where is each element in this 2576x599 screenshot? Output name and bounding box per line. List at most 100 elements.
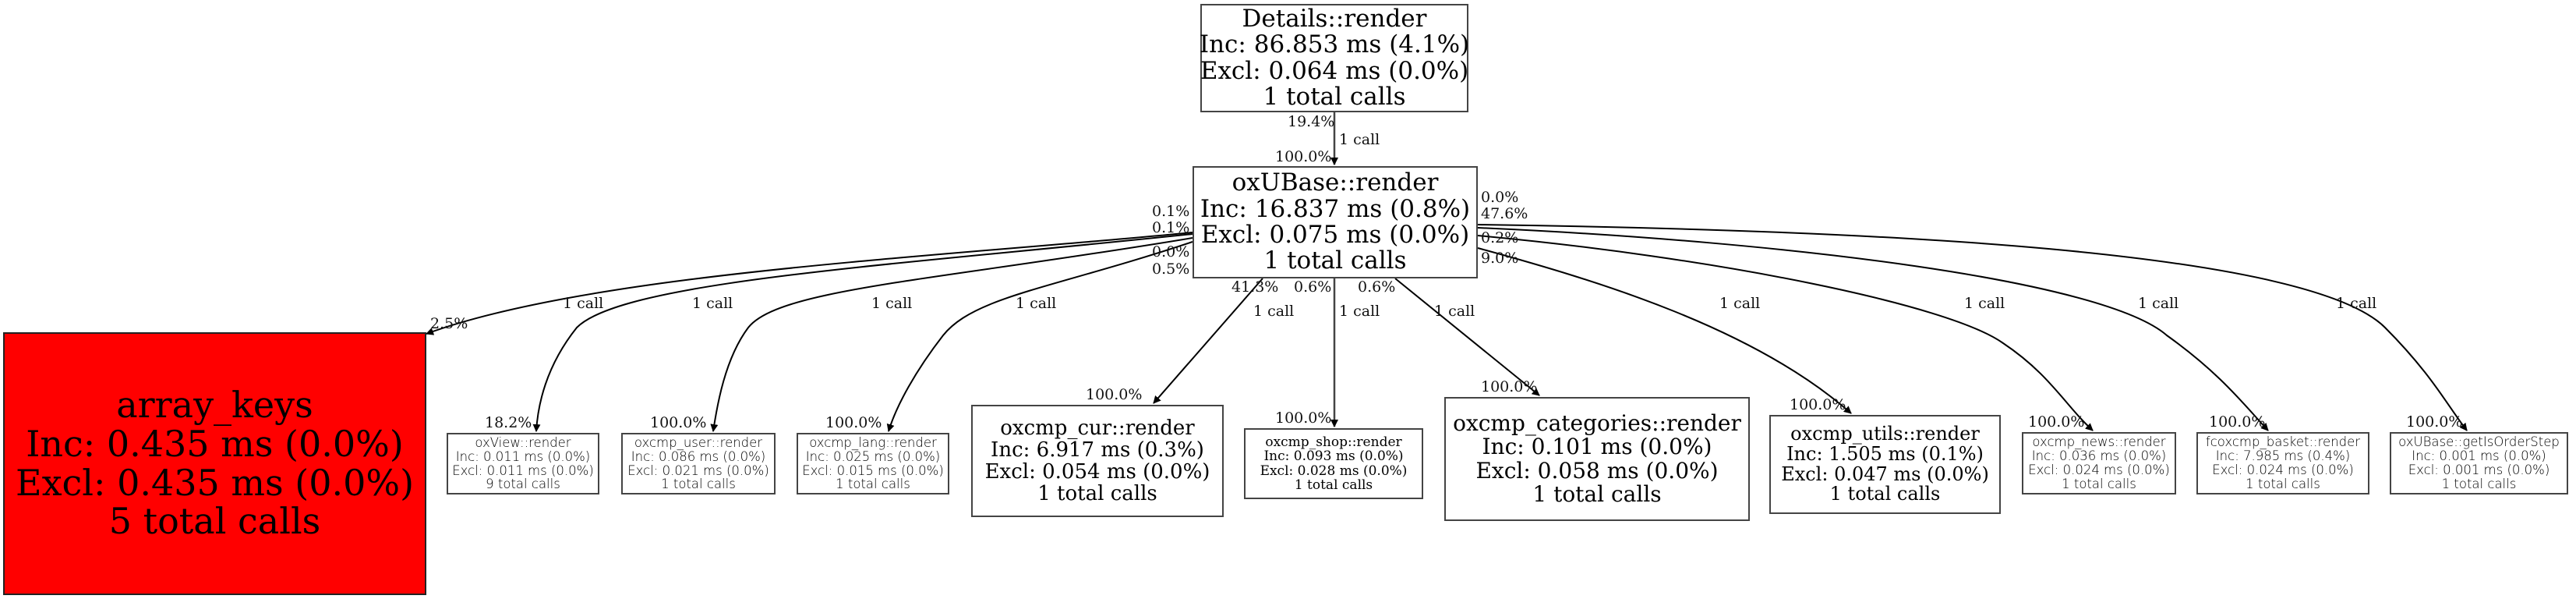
edge-call-label: 1 call: [1253, 303, 1295, 320]
node-calls: 5 total calls: [108, 500, 321, 543]
node-exclusive: Excl: 0.021 ms (0.0%): [627, 463, 769, 478]
edge-call-label: 1 call: [1339, 131, 1380, 148]
edge-tail-label: 0.6%: [1294, 278, 1332, 296]
node-calls: 1 total calls: [1294, 477, 1373, 493]
node-exclusive: Excl: 0.054 ms (0.0%): [984, 460, 1210, 484]
edge-head-label: 100.0%: [1790, 396, 1846, 413]
edge-oxubase-fcoxcmp-basket: [1477, 227, 2269, 431]
node-inclusive: Inc: 0.036 ms (0.0%): [2031, 448, 2167, 464]
edge-call-label: 1 call: [1434, 303, 1475, 320]
edge-head-label: 100.0%: [2406, 413, 2463, 431]
edge-tail-label: 0.6%: [1358, 278, 1396, 296]
node-name: fcoxcmp_basket::render: [2205, 434, 2361, 450]
edge-head-label: 100.0%: [1086, 386, 1143, 403]
node-exclusive: Excl: 0.058 ms (0.0%): [1475, 457, 1719, 484]
node-calls: 1 total calls: [1263, 82, 1406, 111]
edge-head-label: 100.0%: [1275, 409, 1332, 427]
node-name: oxcmp_news::render: [2032, 434, 2166, 450]
edge-tail-label: 41.3%: [1231, 278, 1279, 296]
edge-head-label: 100.0%: [1275, 148, 1332, 165]
node-calls: 9 total calls: [486, 477, 560, 492]
node-exclusive: Excl: 0.011 ms (0.0%): [452, 463, 594, 478]
node-name: oxcmp_utils::render: [1790, 422, 1980, 445]
edge-head-label: 100.0%: [650, 414, 707, 431]
edge-oxubase-oxcmp-news: [1477, 235, 2094, 431]
node-oxcmp-categories-render[interactable]: oxcmp_categories::render Inc: 0.101 ms (…: [1444, 397, 1750, 521]
edge-oxubase-getisorderstep: [1477, 224, 2468, 431]
node-inclusive: Inc: 7.985 ms (0.4%): [2215, 448, 2351, 464]
edge-call-label: 1 call: [2138, 295, 2179, 312]
node-exclusive: Excl: 0.028 ms (0.0%): [1260, 463, 1408, 479]
edge-call-label: 1 call: [1016, 295, 1057, 312]
node-calls: 1 total calls: [661, 477, 736, 492]
node-oxcmp-user-render[interactable]: oxcmp_user::render Inc: 0.086 ms (0.0%) …: [621, 433, 776, 494]
node-exclusive: Excl: 0.015 ms (0.0%): [802, 463, 944, 478]
node-oxubase-render[interactable]: oxUBase::render Inc: 16.837 ms (0.8%) Ex…: [1193, 166, 1478, 278]
node-name: oxcmp_cur::render: [1000, 416, 1195, 440]
node-calls: 1 total calls: [2441, 476, 2517, 491]
node-name: array_keys: [116, 384, 313, 427]
edge-tail-label: 19.4%: [1288, 113, 1335, 130]
node-oxcmp-cur-render[interactable]: oxcmp_cur::render Inc: 6.917 ms (0.3%) E…: [971, 405, 1224, 517]
node-details-render[interactable]: Details::render Inc: 86.853 ms (4.1%) Ex…: [1199, 4, 1470, 112]
node-name: oxcmp_lang::render: [809, 434, 937, 450]
edge-tail-label: 0.5%: [1152, 261, 1190, 278]
node-oxcmp-shop-render[interactable]: oxcmp_shop::render Inc: 0.093 ms (0.0%) …: [1244, 428, 1423, 499]
edge-tail-label: 0.1%: [1152, 203, 1190, 220]
edge-tail-label: 0.2%: [1481, 229, 1519, 246]
node-exclusive: Excl: 0.064 ms (0.0%): [1200, 56, 1469, 85]
node-fcoxcmp-basket-render[interactable]: fcoxcmp_basket::render Inc: 7.985 ms (0.…: [2196, 432, 2369, 494]
node-exclusive: Excl: 0.075 ms (0.0%): [1200, 221, 1470, 249]
node-inclusive: Inc: 0.011 ms (0.0%): [455, 448, 591, 464]
edge-head-label: 100.0%: [2028, 413, 2085, 431]
node-name: Details::render: [1242, 4, 1427, 33]
edge-call-label: 1 call: [1339, 303, 1380, 320]
node-exclusive: Excl: 0.001 ms (0.0%): [2408, 463, 2550, 477]
edge-head-label: 2.5%: [430, 315, 468, 332]
edge-call-label: 1 call: [1719, 295, 1761, 312]
edge-oxubase-oxcmp-utils: [1477, 247, 1852, 414]
node-array-keys[interactable]: array_keys Inc: 0.435 ms (0.0%) Excl: 0.…: [3, 332, 426, 595]
node-inclusive: Inc: 1.505 ms (0.1%): [1786, 442, 1984, 465]
edge-oxubase-oxcmp-categories: [1394, 278, 1540, 396]
edge-tail-label: 0.0%: [1152, 243, 1190, 261]
node-inclusive: Inc: 0.435 ms (0.0%): [26, 422, 404, 465]
node-inclusive: Inc: 6.917 ms (0.3%): [991, 438, 1204, 462]
node-name: oxView::render: [475, 434, 571, 450]
edge-oxubase-array-keys: [426, 232, 1193, 335]
node-oxcmp-lang-render[interactable]: oxcmp_lang::render Inc: 0.025 ms (0.0%) …: [797, 433, 949, 494]
node-inclusive: Inc: 0.101 ms (0.0%): [1482, 434, 1712, 460]
node-calls: 1 total calls: [836, 477, 910, 492]
edge-head-label: 100.0%: [1481, 378, 1538, 395]
node-oxcmp-utils-render[interactable]: oxcmp_utils::render Inc: 1.505 ms (0.1%)…: [1769, 415, 2001, 514]
node-oxubase-getisorderstep[interactable]: oxUBase::getIsOrderStep Inc: 0.001 ms (0…: [2390, 432, 2568, 494]
edge-call-label: 1 call: [1964, 295, 2005, 312]
node-exclusive: Excl: 0.047 ms (0.0%): [1781, 463, 1989, 485]
edge-call-label: 1 call: [871, 295, 913, 312]
edge-call-label: 1 call: [692, 295, 733, 312]
node-exclusive: Excl: 0.024 ms (0.0%): [2212, 463, 2354, 477]
node-name: oxUBase::render: [1231, 168, 1439, 197]
node-inclusive: Inc: 86.853 ms (4.1%): [1199, 30, 1470, 59]
edge-tail-label: 9.0%: [1481, 250, 1519, 267]
node-inclusive: Inc: 0.086 ms (0.0%): [631, 448, 766, 464]
edge-tail-label: 0.1%: [1152, 219, 1190, 236]
node-oxcmp-news-render[interactable]: oxcmp_news::render Inc: 0.036 ms (0.0%) …: [2022, 432, 2176, 494]
edge-tail-label: 0.0%: [1481, 189, 1519, 206]
edge-oxubase-oxcmp-user: [710, 237, 1193, 432]
node-calls: 1 total calls: [1037, 482, 1157, 506]
node-name: oxcmp_shop::render: [1265, 434, 1402, 450]
node-inclusive: Inc: 0.001 ms (0.0%): [2412, 448, 2546, 464]
node-exclusive: Excl: 0.024 ms (0.0%): [2028, 463, 2170, 477]
node-calls: 1 total calls: [2062, 476, 2136, 491]
node-calls: 1 total calls: [2246, 476, 2320, 491]
node-inclusive: Inc: 0.025 ms (0.0%): [805, 448, 941, 464]
node-calls: 1 total calls: [1829, 483, 1941, 505]
node-inclusive: Inc: 16.837 ms (0.8%): [1200, 194, 1471, 223]
edge-oxubase-oxcmp-lang: [886, 241, 1193, 432]
node-name: oxcmp_user::render: [634, 434, 763, 450]
node-oxview-render[interactable]: oxView::render Inc: 0.011 ms (0.0%) Excl…: [447, 433, 599, 494]
edge-oxubase-oxview: [532, 233, 1193, 432]
edge-head-label: 100.0%: [825, 414, 882, 431]
node-inclusive: Inc: 0.093 ms (0.0%): [1263, 448, 1404, 465]
